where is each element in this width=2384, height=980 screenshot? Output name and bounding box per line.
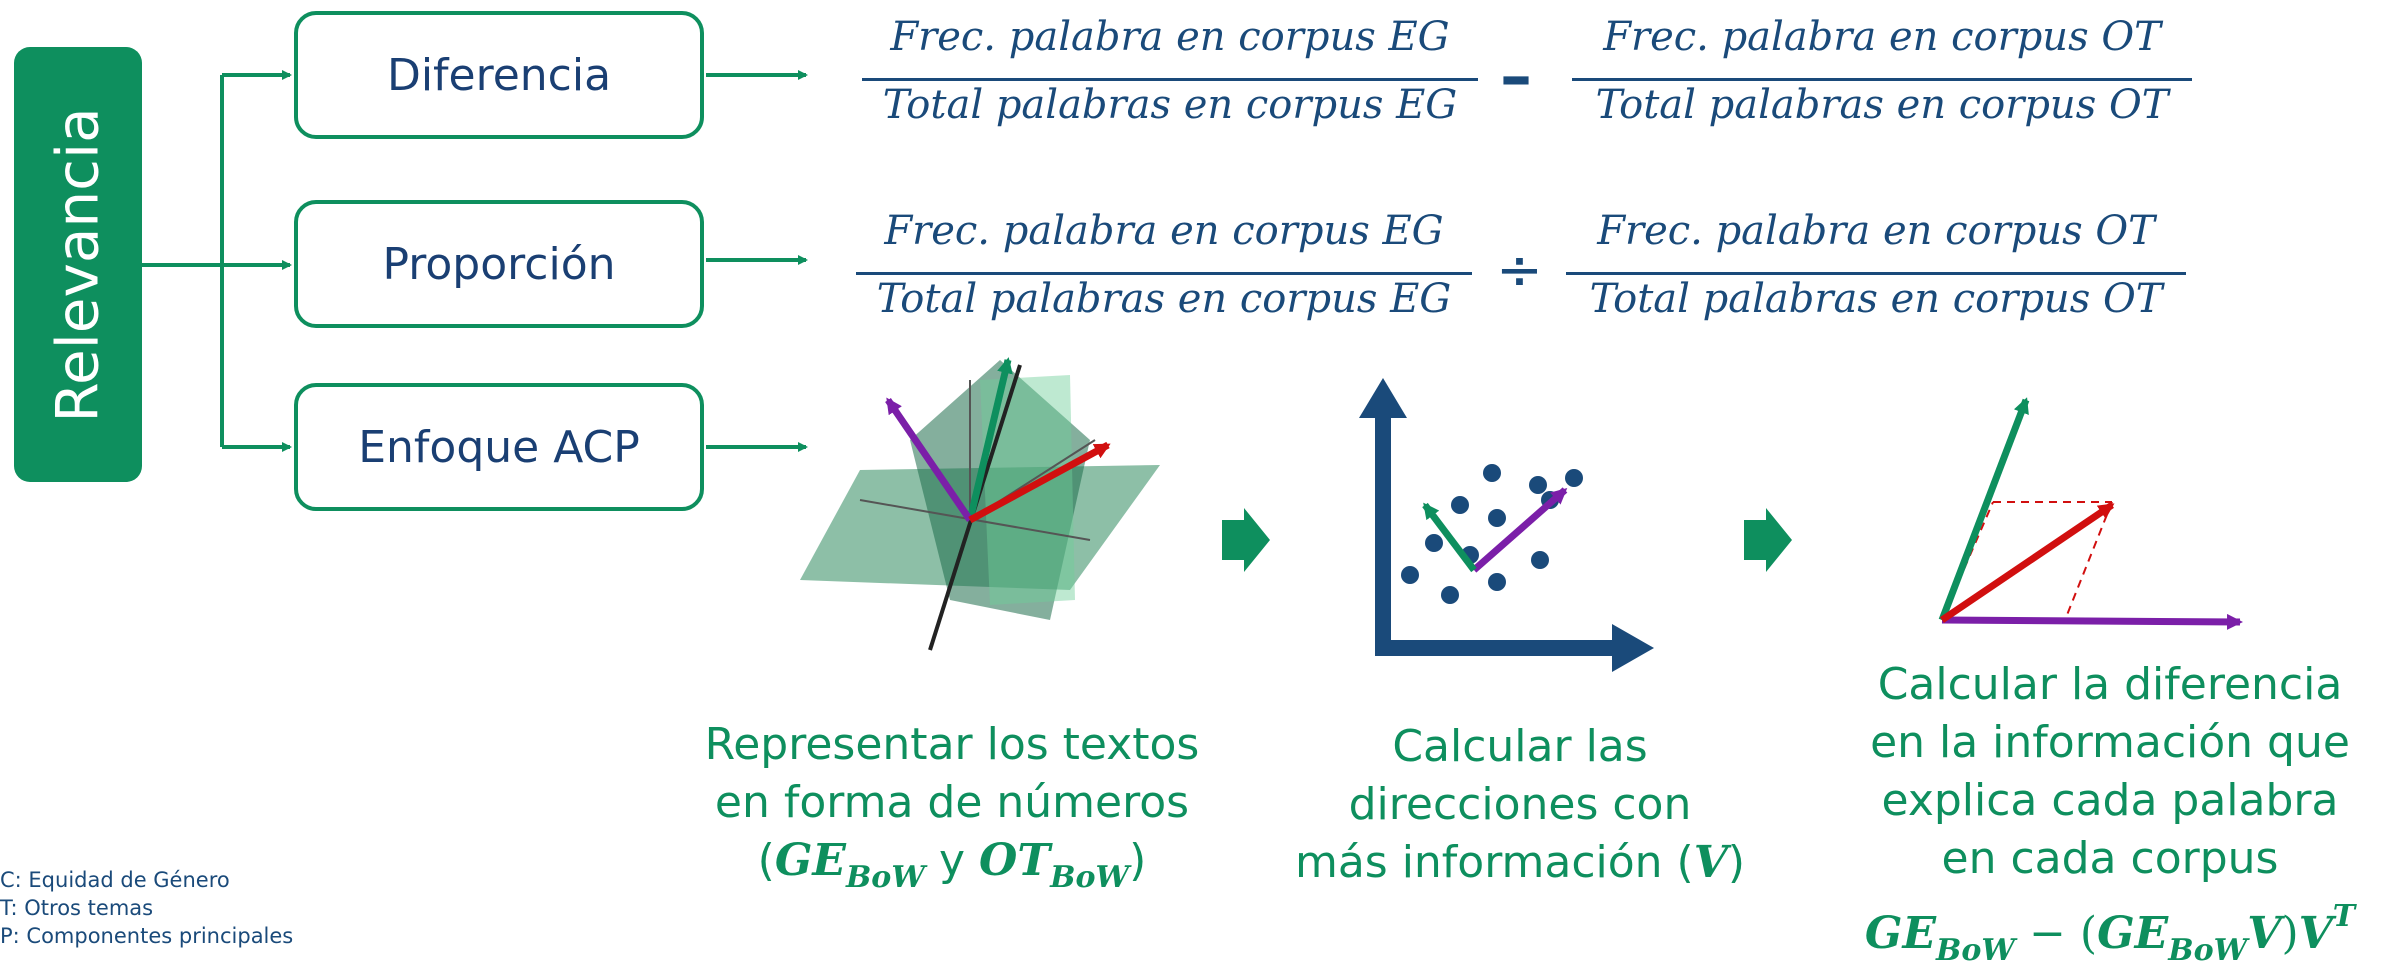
step3-line4: en cada corpus [1941,833,2279,884]
formula2-den-eg: Total palabras en corpus EG [876,276,1452,322]
step3-formula: GEBoW − (GEBoWV)VT [1836,888,2384,980]
step1-math-and: y [925,835,980,886]
formula2-num-eg: Frec. palabra en corpus EG [884,208,1444,254]
step3-line1: Calcular la diferencia [1877,659,2343,710]
step2-line2: direcciones con [1348,779,1692,830]
formula1-den-eg: Total palabras en corpus EG [882,82,1458,128]
step3-f-sup-t: T [2332,899,2356,934]
step3-f-ge1: GE [1864,908,1937,959]
step2-line3-text: más información ( [1294,837,1694,888]
legend-eg: C: Equidad de Género [0,868,230,892]
diagram-connectors [142,70,808,452]
pca-planes-icon [800,357,1160,651]
step3-f-sub1: BoW [1936,933,2016,968]
legend-cp: P: Componentes principales [0,924,294,948]
branch-enfoque-acp: Enfoque ACP [294,383,704,511]
scatter-axes-icon [1359,378,1654,672]
step3-caption: Calcular la diferencia en la información… [1836,656,2384,980]
step3-line3: explica cada palabra [1881,775,2339,826]
pca-illustrations [800,357,2243,672]
step3-f-minus-open: − ( [2015,908,2098,959]
step2-close-paren: ) [1727,837,1746,888]
relevancia-root-box [14,47,142,482]
step1-math-ot: OT [979,835,1051,886]
step3-f-v1: V [2247,908,2282,959]
step1-math-ge-sub: BoW [845,860,926,895]
formula2-num-ot: Frec. palabra en corpus OT [1597,208,2155,254]
step2-math-v: V [1693,837,1728,888]
step1-line2: en forma de números [714,777,1190,828]
step-arrow-2 [1744,508,1792,572]
branch-diferencia: Diferencia [294,11,704,139]
formula1-minus-operator: – [1500,40,1532,114]
step3-f-v2: V [2298,908,2333,959]
step2-line1: Calcular las [1392,721,1648,772]
step3-f-ge2: GE [2097,908,2169,959]
legend-ot: T: Otros temas [0,896,154,920]
formula1-bar-ot [1572,78,2192,81]
formula2-den-ot: Total palabras en corpus OT [1589,276,2163,322]
step1-math: (GEBoW y OTBoW) [757,835,1147,895]
formula1-num-ot: Frec. palabra en corpus OT [1603,14,2161,60]
vector-projection-icon [1938,397,2243,630]
step3-f-close: ) [2281,908,2299,959]
step3-line2: en la información que [1870,717,2350,768]
branch-diferencia-label: Diferencia [386,49,612,101]
step1-math-ge: GE [774,835,846,886]
step1-line1: Representar los textos [704,719,1200,770]
formula2-divide-operator: ÷ [1496,238,1543,303]
formula1-bar-eg [862,78,1478,81]
step-arrow-1 [1222,508,1270,572]
branch-proporcion-label: Proporción [382,238,616,290]
step1-math-ot-sub: BoW [1050,860,1130,895]
formula2-bar-ot [1566,272,2186,275]
formula1-den-ot: Total palabras en corpus OT [1595,82,2169,128]
formula1-num-eg: Frec. palabra en corpus EG [890,14,1450,60]
step2-line3: más información (V) [1260,834,1780,892]
formula2-bar-eg [856,272,1472,275]
step3-f-sub2: BoW [2168,933,2248,968]
branch-acp-label: Enfoque ACP [358,421,640,473]
step1-caption: Representar los textos en forma de númer… [672,716,1232,907]
branch-proporcion: Proporción [294,200,704,328]
step2-caption: Calcular las direcciones con más informa… [1260,718,1780,892]
